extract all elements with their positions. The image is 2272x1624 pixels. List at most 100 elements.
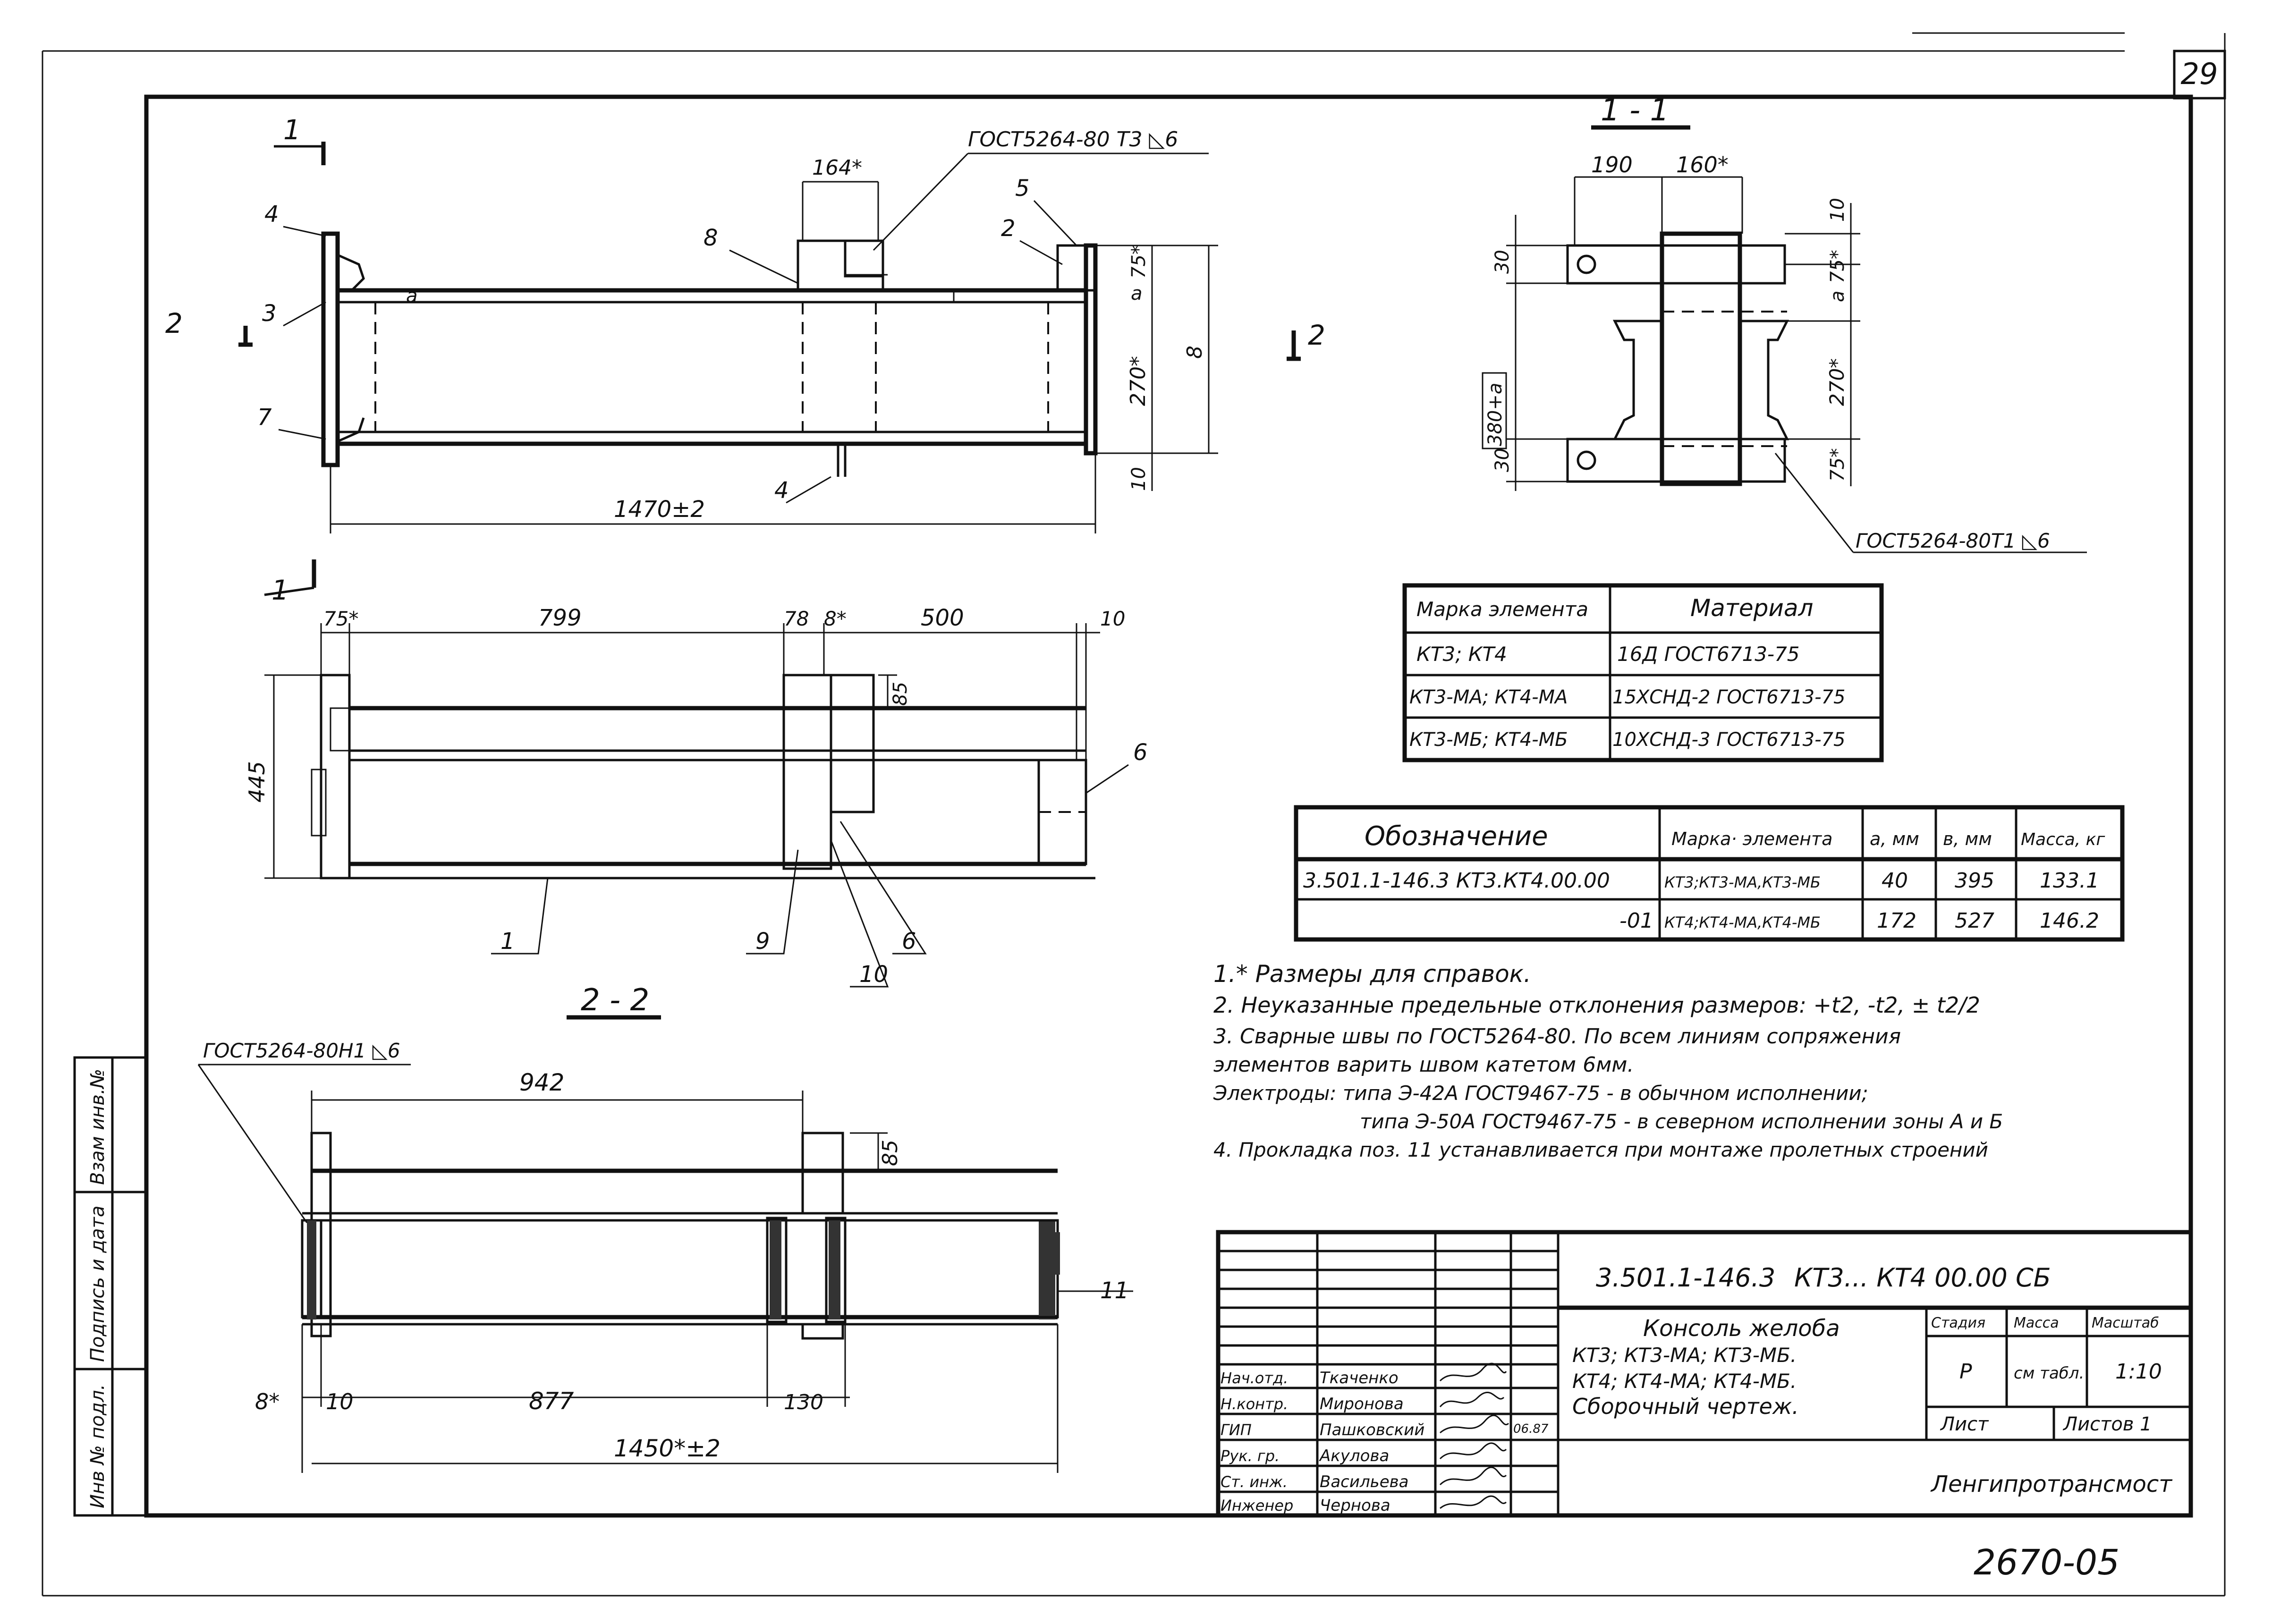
mat-r2-mark: КТ3-МА; КТ4-МА: [1409, 686, 1568, 708]
tb-role-5: Ст. инж.: [1221, 1473, 1288, 1491]
tb-name-5: Васильева: [1320, 1472, 1409, 1491]
sheet-frame: [42, 32, 2226, 1597]
tb-stage: Р: [1959, 1360, 1972, 1384]
tb-name-2: Миронова: [1320, 1395, 1404, 1413]
tb-mass-label: Масса: [2014, 1315, 2059, 1331]
spec-table: [1294, 805, 2125, 942]
stamp-signature-date: Подпись и дата: [87, 1206, 109, 1362]
mat-r3-mark: КТ3-МБ; КТ4-МБ: [1409, 729, 1568, 751]
tb-name-3: Пашковский: [1320, 1421, 1424, 1439]
title-block: [1216, 1230, 2193, 1518]
spec-r1-b: 395: [1955, 869, 1994, 893]
sec11-dim-a: a: [1827, 290, 1848, 302]
tb-item-name-1: Консоль желоба: [1643, 1315, 1840, 1342]
note-2: 2. Неуказанные предельные отклонения раз…: [1213, 992, 1980, 1018]
tb-date: 06.87: [1513, 1422, 1549, 1436]
sec11-dim-10: 10: [1827, 198, 1848, 222]
plan-dim-85: 85: [890, 682, 911, 706]
callout-8: 8: [704, 225, 718, 251]
sec11-dim-75-top: 75*: [1827, 250, 1848, 283]
tb-item-name-2: КТ3; КТ3-МА; КТ3-МБ.: [1572, 1344, 1797, 1367]
tb-scale-label: Масштаб: [2092, 1315, 2159, 1331]
sec22-dim-8: 8*: [255, 1389, 280, 1414]
sec11-dim-160: 160*: [1676, 152, 1729, 178]
sec11-dim-380a: 380+a: [1484, 383, 1506, 446]
mat-r1-material: 16Д ГОСТ6713-75: [1617, 643, 1800, 666]
tb-role-2: Н.контр.: [1221, 1395, 1288, 1413]
plan-dim-75: 75*: [323, 607, 358, 630]
spec-header-mass: Масса, кг: [2021, 830, 2105, 849]
front-dim-1470: 1470±2: [614, 496, 705, 523]
front-dim-a-right: a: [1131, 283, 1143, 304]
front-dims: [330, 181, 1218, 533]
note-1: 1.* Размеры для справок.: [1213, 960, 1531, 988]
spec-r2-designation: -01: [1619, 909, 1653, 933]
signatures: [1439, 1362, 1509, 1509]
tb-designation: 3.501.1-146.3: [1596, 1263, 1775, 1293]
note-3-cont: элементов варить швом катетом 6мм.: [1213, 1053, 1634, 1077]
spec-header-designation: Обозначение: [1365, 821, 1548, 852]
spec-r2-a: 172: [1877, 909, 1916, 933]
front-section-mark-right: 2: [1308, 319, 1325, 351]
material-table: [1402, 583, 1884, 762]
sec22-dim-942: 942: [519, 1069, 564, 1096]
plan-dim-10: 10: [1100, 607, 1125, 630]
tb-sheets-label: Листов 1: [2062, 1413, 2152, 1435]
side-stamp: [73, 1056, 148, 1517]
plan-dims: [264, 623, 1100, 879]
tb-name-4: Акулова: [1319, 1446, 1389, 1465]
note-3-electrodes: Электроды: типа Э-42А ГОСТ9467-75 - в об…: [1213, 1082, 1868, 1105]
plan-dim-78: 78: [784, 607, 809, 630]
callout-4-bottom: 4: [774, 477, 789, 504]
sec22-dim-130: 130: [784, 1390, 823, 1414]
tb-role-6: Инженер: [1221, 1497, 1293, 1514]
spec-header-mark: Марка· элемента: [1671, 829, 1832, 849]
front-dim-a-left: a: [406, 285, 418, 307]
sec11-dim-30-bottom: 30: [1492, 448, 1513, 472]
tb-drawing-code: КТ3... КТ4 00.00 СБ: [1794, 1263, 2051, 1293]
spec-r1-designation: 3.501.1-146.3 КТ3.КТ4.00.00: [1303, 869, 1610, 893]
archive-number: 2670-05: [1974, 1542, 2119, 1583]
section-11-title: 1 - 1: [1601, 93, 1669, 128]
tb-role-4: Рук. гр.: [1221, 1447, 1280, 1465]
plan-callout-9: 9: [755, 928, 770, 955]
plan-view: [264, 559, 1095, 880]
front-dim-164: 164*: [812, 156, 862, 180]
section-11-view: [1482, 176, 1860, 491]
tb-sheet-label: Лист: [1940, 1413, 1989, 1435]
section-22-title: 2 - 2: [581, 983, 649, 1018]
front-section-mark-left: 2: [165, 307, 183, 339]
spec-r2-mark: КТ4;КТ4-МА,КТ4-МБ: [1664, 914, 1821, 931]
plan-callout-6-right: 6: [1133, 739, 1148, 766]
spec-r2-mass: 146.2: [2040, 909, 2099, 933]
plan-callout-1: 1: [500, 928, 515, 955]
front-view: [238, 142, 1301, 477]
spec-header-b: в, мм: [1943, 829, 1992, 849]
mat-header-material: Материал: [1690, 594, 1814, 622]
tb-role-3: ГИП: [1221, 1421, 1252, 1439]
front-leaders: [278, 200, 1077, 504]
plan-leaders: [491, 764, 1129, 988]
sec22-dim-1450: 1450*±2: [614, 1435, 721, 1462]
page-number: 29: [2181, 57, 2218, 91]
front-dim-270: 270*: [1126, 356, 1150, 406]
note-3-electrodes-north: типа Э-50А ГОСТ9467-75 - в северном испо…: [1360, 1110, 2003, 1133]
front-section-mark-top: 1: [283, 114, 301, 146]
sec11-dim-75-bottom: 75*: [1827, 448, 1848, 482]
spec-r1-mass: 133.1: [2040, 869, 2099, 893]
spec-r2-b: 527: [1955, 909, 1994, 933]
front-weld-leader: [873, 152, 1209, 251]
callout-5: 5: [1015, 175, 1030, 202]
callout-4-top: 4: [264, 201, 279, 228]
mat-r1-mark: КТ3; КТ4: [1416, 643, 1507, 666]
sec11-dim-270: 270*: [1825, 358, 1848, 406]
note-4: 4. Прокладка поз. 11 устанавливается при…: [1213, 1138, 1988, 1161]
tb-name-1: Ткаченко: [1320, 1369, 1399, 1387]
front-weld-note: ГОСТ5264-80 Т3 ◺6: [968, 127, 1178, 152]
sec11-dim-30-top: 30: [1492, 250, 1513, 274]
sec22-weld-leader: [197, 1064, 411, 1223]
tb-item-name-3: КТ4; КТ4-МА; КТ4-МБ.: [1572, 1370, 1797, 1393]
tb-mass: см табл.: [2014, 1364, 2084, 1383]
sec22-dim-10: 10: [326, 1389, 354, 1414]
